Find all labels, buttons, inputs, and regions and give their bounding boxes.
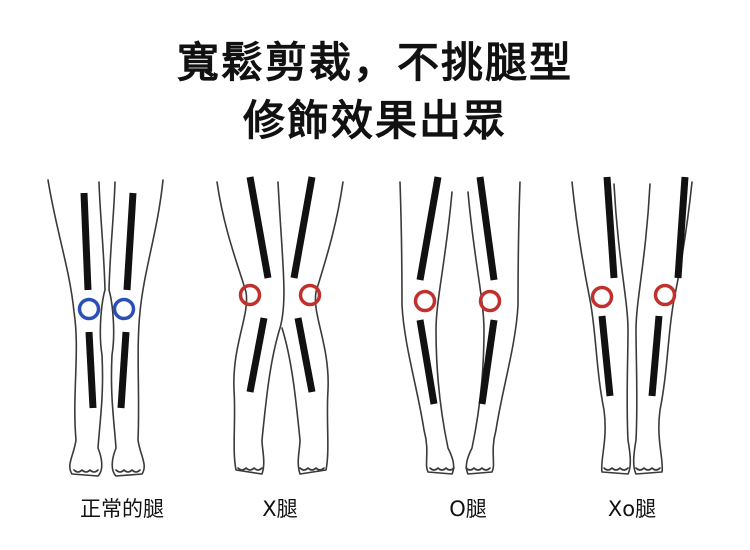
left-shin-axis: [416, 319, 438, 405]
figure-xo-legs: [571, 181, 693, 475]
caption-xo-legs: Xo腿: [607, 497, 657, 521]
caption-o-legs: O腿: [449, 497, 487, 521]
left-thigh-axis: [246, 176, 272, 279]
right-knee-circle: [112, 297, 136, 321]
left-shin-axis: [246, 317, 268, 393]
right-shin-axis: [478, 319, 498, 405]
figure-x-legs: [216, 181, 344, 475]
left-foot-toes: [237, 467, 263, 471]
left-foot-toes: [73, 469, 99, 473]
caption-normal-legs: 正常的腿: [80, 497, 164, 521]
figure-o-axes: [416, 176, 498, 405]
left-thigh-axis: [416, 176, 442, 281]
title-line-2: 修飾效果出眾: [242, 96, 507, 145]
left-knee-circle: [77, 297, 101, 321]
right-leg-outline: [281, 181, 344, 475]
left-leg-outline: [571, 181, 632, 475]
right-shin-axis: [648, 315, 663, 397]
right-foot-toes: [299, 467, 325, 471]
figure-normal-legs: [47, 179, 164, 477]
left-leg-outline: [216, 181, 285, 475]
right-thigh-axis: [674, 176, 689, 279]
right-foot-toes: [465, 467, 491, 471]
left-knee-circle: [590, 285, 614, 309]
left-thigh-axis: [80, 192, 92, 291]
figure-o-legs: [399, 181, 521, 475]
right-thigh-axis: [290, 176, 316, 279]
figure-xo-axes: [598, 176, 689, 397]
right-knee-circle: [653, 283, 677, 307]
figure-normal-axes: [80, 192, 137, 409]
right-knee-circle: [478, 289, 502, 313]
figure-x-axes: [246, 176, 316, 393]
left-knee-circle: [413, 289, 437, 313]
right-thigh-axis: [476, 176, 498, 281]
right-foot-toes: [115, 469, 141, 473]
figure-normal-knees: [77, 297, 136, 321]
title-line-1: 寬鬆剪裁，不挑腿型: [176, 38, 573, 87]
caption-x-legs: X腿: [262, 497, 298, 521]
right-thigh-axis: [123, 192, 137, 291]
left-foot-toes: [429, 467, 455, 471]
left-thigh-axis: [603, 176, 618, 279]
figure-xo-knees: [590, 283, 677, 309]
right-shin-axis: [294, 317, 316, 393]
right-foot-toes: [635, 467, 661, 471]
right-leg-outline: [108, 179, 164, 477]
left-leg-outline: [399, 181, 455, 475]
left-foot-toes: [603, 467, 629, 471]
right-shin-axis: [117, 331, 130, 409]
right-leg-outline: [465, 181, 521, 475]
left-knee-circle: [238, 283, 262, 307]
figure-x-knees: [238, 283, 322, 307]
left-shin-axis: [85, 331, 97, 409]
figure-o-knees: [413, 289, 502, 313]
left-shin-axis: [598, 315, 614, 397]
left-leg-outline: [47, 179, 106, 477]
right-knee-circle: [298, 283, 322, 307]
